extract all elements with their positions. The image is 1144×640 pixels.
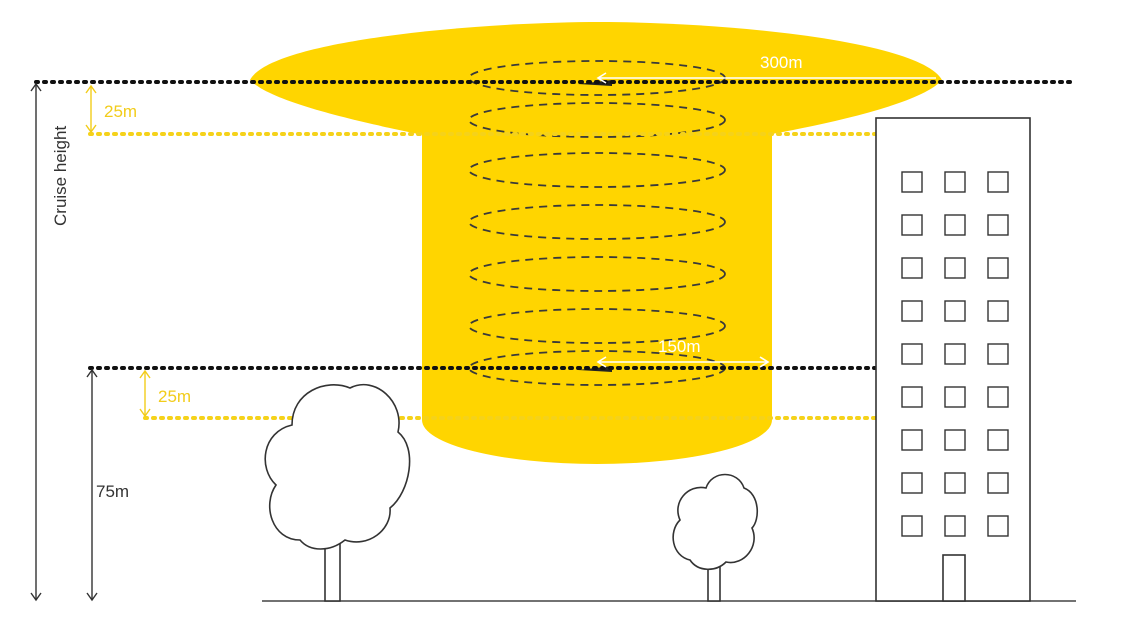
building-window <box>901 515 923 537</box>
building-window <box>944 257 966 279</box>
building-window <box>944 386 966 408</box>
min-altitude-arrow <box>86 368 98 602</box>
min-altitude-label: 75m <box>96 482 129 501</box>
building-window <box>944 171 966 193</box>
building-window <box>901 343 923 365</box>
tree-small <box>672 473 759 602</box>
flight-zone <box>250 22 942 464</box>
building-window <box>987 386 1009 408</box>
building-window <box>987 343 1009 365</box>
top-zone-diameter-label: 300m <box>760 53 803 72</box>
building-window <box>944 515 966 537</box>
diameter-arrow-300 <box>596 72 936 84</box>
building-window <box>987 515 1009 537</box>
building-window <box>987 429 1009 451</box>
building-window <box>987 300 1009 322</box>
building-window <box>901 386 923 408</box>
vertical-column <box>422 133 772 420</box>
building-window <box>901 171 923 193</box>
building-window <box>901 472 923 494</box>
top-zone-disc <box>250 22 942 134</box>
top-zone-height-label: 25m <box>104 102 137 121</box>
column-diameter-label: 150m <box>658 337 701 356</box>
building-window <box>987 214 1009 236</box>
cruise-height-label: Cruise height <box>51 126 70 226</box>
building-window <box>987 257 1009 279</box>
bottom-zone-height-arrow <box>139 369 151 418</box>
diameter-arrow-150 <box>596 356 770 368</box>
building-window <box>901 300 923 322</box>
building-window <box>901 429 923 451</box>
top-zone-height-arrow <box>85 84 97 134</box>
bottom-zone-height-label: 25m <box>158 387 191 406</box>
building-window <box>944 300 966 322</box>
building-window <box>987 472 1009 494</box>
building-window <box>944 214 966 236</box>
building-window <box>901 257 923 279</box>
column-base <box>422 376 772 464</box>
tree-large <box>264 383 411 602</box>
building-window <box>901 214 923 236</box>
building-door <box>942 554 966 602</box>
building-window <box>944 472 966 494</box>
building-windows <box>901 171 1009 537</box>
building-window <box>944 343 966 365</box>
cruise-height-arrow <box>30 82 42 602</box>
building <box>875 117 1031 602</box>
building-window <box>944 429 966 451</box>
building-window <box>987 171 1009 193</box>
